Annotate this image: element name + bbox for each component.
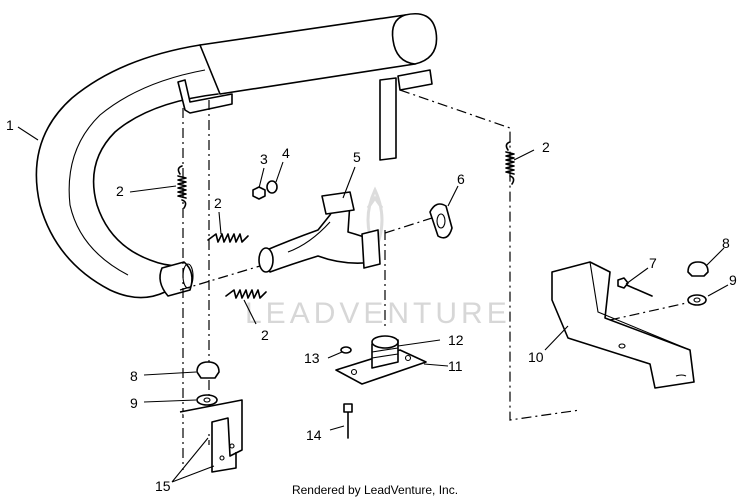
- callout-12: 12: [448, 332, 464, 348]
- lock-washer: [266, 180, 278, 194]
- washer-left: [196, 394, 218, 406]
- callout-4: 4: [282, 145, 290, 161]
- watermark-text: LEADVENTURE: [245, 297, 511, 330]
- rubber-bumper-left: [196, 361, 220, 379]
- callout-10: 10: [528, 349, 544, 365]
- mounting-bracket-left: [179, 399, 243, 473]
- callout-2-left: 2: [116, 183, 124, 199]
- spring-right-vertical: [505, 141, 515, 185]
- rubber-bumper-right: [687, 261, 709, 277]
- callout-2-right: 2: [542, 139, 550, 155]
- callout-9-right: 9: [729, 272, 737, 288]
- callout-3: 3: [260, 151, 268, 167]
- rubber-isolator: [371, 335, 399, 369]
- mounting-screw: [343, 403, 353, 439]
- small-washer: [340, 346, 352, 354]
- muffler: [35, 13, 438, 299]
- spring-center-lower: [225, 289, 267, 299]
- callout-11: 11: [448, 358, 463, 374]
- leader-lines: [17, 126, 729, 483]
- spring-left-vertical: [177, 165, 187, 209]
- callout-6: 6: [457, 171, 465, 187]
- footer-credit: Rendered by LeadVenture, Inc.: [291, 483, 459, 497]
- spring-center-upper: [207, 233, 249, 243]
- gasket: [429, 203, 453, 239]
- callout-14: 14: [306, 427, 322, 443]
- mounting-bracket-right: [551, 261, 695, 389]
- callout-15: 15: [155, 478, 171, 494]
- callout-8-right: 8: [722, 235, 730, 251]
- callout-2-center-upper: 2: [214, 195, 222, 211]
- callout-5: 5: [353, 149, 361, 165]
- callout-1: 1: [6, 117, 14, 133]
- callout-7: 7: [649, 255, 657, 271]
- leadventure-watermark: LEADVENTURE: [245, 186, 511, 330]
- nut: [252, 186, 266, 200]
- callout-13: 13: [304, 350, 320, 366]
- callout-8-left: 8: [130, 368, 138, 384]
- bolt: [617, 277, 653, 297]
- callout-labels: 1 2 2 2 2 3 4 5 6 7 8 8 9 9 10 11 12 13 …: [6, 117, 737, 494]
- washer-right: [687, 294, 707, 306]
- callout-9-left: 9: [130, 395, 138, 411]
- y-pipe-manifold: [258, 191, 381, 273]
- callout-2-center-lower: 2: [261, 327, 269, 343]
